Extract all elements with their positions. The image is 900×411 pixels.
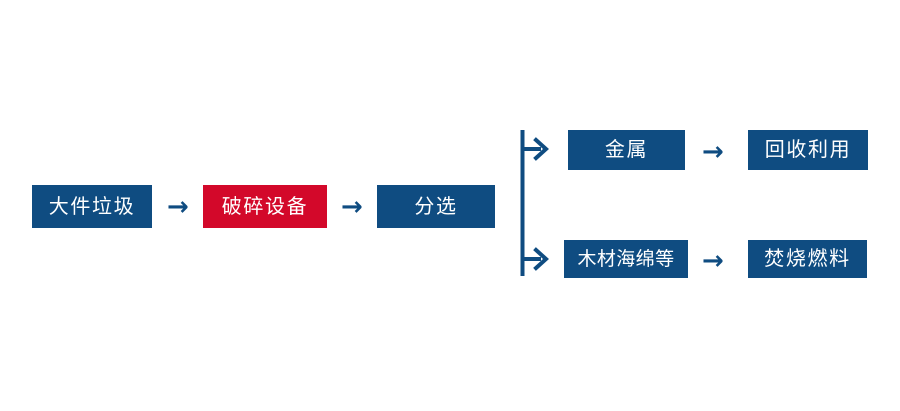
- node-wood-sponge-etc: 木材海绵等: [564, 240, 688, 278]
- node-crushing-equipment: 破碎设备: [203, 185, 327, 228]
- arrow-right-icon-bulky-to-crusher: →: [167, 192, 189, 222]
- arrow-right-icon-metal-to-recycle: →: [702, 137, 724, 167]
- arrow-right-icon-crusher-to-sorting: →: [341, 192, 363, 222]
- node-recycling-reuse: 回收利用: [748, 130, 868, 170]
- node-metal: 金属: [568, 130, 685, 170]
- arrow-right-icon-branch-upper: [533, 137, 549, 161]
- node-incineration-fuel: 焚烧燃料: [748, 240, 867, 278]
- arrow-right-icon-branch-lower: [533, 247, 549, 271]
- node-sorting: 分选: [377, 185, 495, 228]
- node-bulky-waste: 大件垃圾: [32, 185, 152, 228]
- arrow-right-icon-wood-to-fuel: →: [702, 246, 724, 276]
